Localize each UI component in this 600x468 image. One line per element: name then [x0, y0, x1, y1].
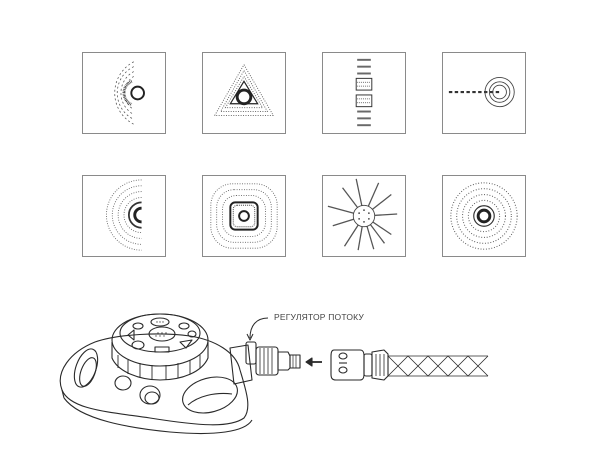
connection-arrow-icon — [305, 357, 322, 367]
pattern-triangle — [202, 52, 286, 134]
fan-sector-pattern-icon — [114, 61, 145, 125]
triangle-pattern-icon — [214, 64, 274, 116]
line-strip-pattern-icon — [355, 58, 373, 127]
multi-jet-star-pattern-icon — [327, 178, 398, 251]
pattern-half-circle — [82, 175, 166, 257]
pattern-multi-jet-star — [322, 175, 406, 257]
full-circle-pattern-icon — [450, 182, 518, 250]
braided-hose — [387, 355, 489, 377]
half-circle-pattern-icon — [106, 179, 142, 251]
hose-quick-coupler — [330, 349, 389, 381]
square-pattern-icon — [210, 183, 278, 249]
pattern-square — [202, 175, 286, 257]
jet-stream-pattern-icon — [448, 76, 515, 108]
sprinkler-assembly-illustration — [59, 313, 489, 434]
pattern-selector-dial — [111, 313, 209, 381]
sprinkler-base — [59, 333, 253, 434]
flow-regulator — [229, 341, 257, 385]
pattern-line-strip — [322, 52, 406, 134]
hose-connector — [255, 346, 301, 376]
flow-regulator-label: РЕГУЛЯТОР ПОТОКУ — [274, 312, 365, 322]
pattern-fan-sector — [82, 52, 166, 134]
pattern-jet-stream — [442, 52, 526, 134]
pattern-full-circle — [442, 175, 526, 257]
